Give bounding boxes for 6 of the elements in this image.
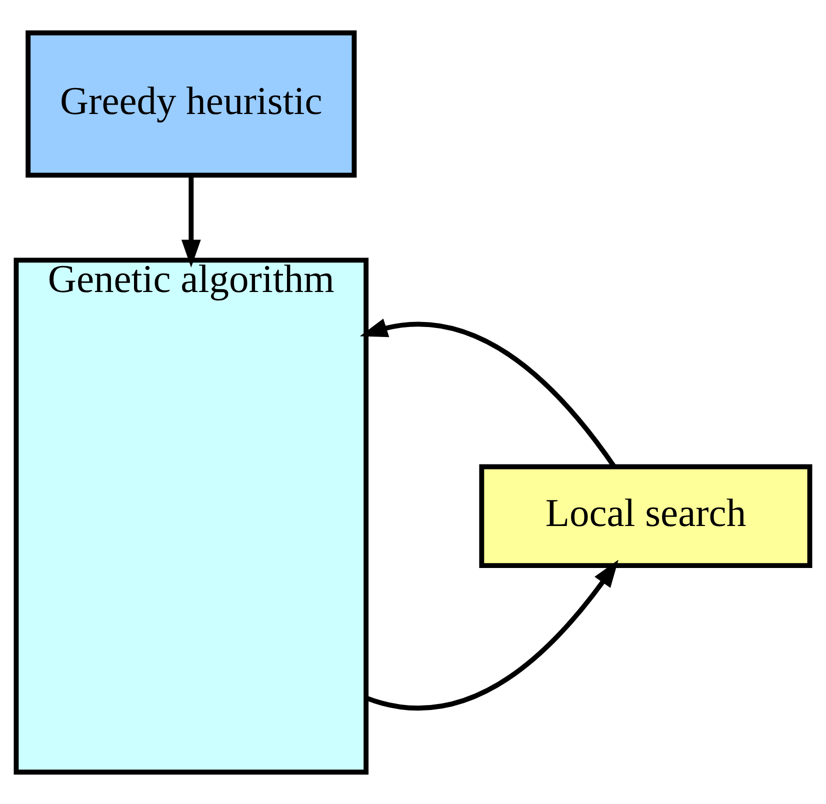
node-box: Local search (479, 464, 812, 568)
node-box: Genetic algorithm (14, 257, 369, 774)
arrow (366, 559, 618, 710)
node-box: Greedy heuristic (26, 30, 357, 178)
arrow (181, 174, 201, 267)
arrow (360, 318, 616, 468)
